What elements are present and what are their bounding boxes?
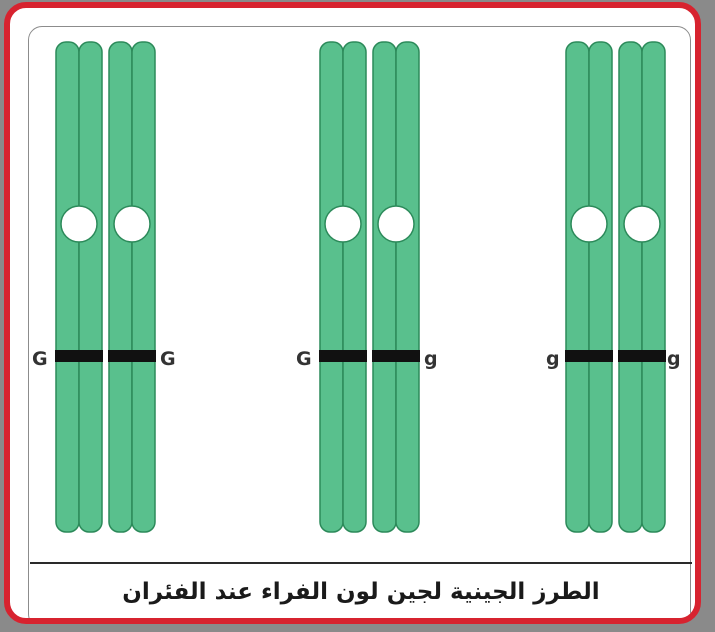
chromatid	[373, 42, 396, 532]
chromosome-GG-left	[55, 42, 103, 532]
chromosome-pair-Gg	[319, 42, 420, 532]
gene-locus-band	[372, 350, 420, 362]
gene-locus-band	[55, 350, 103, 362]
allele-label-pair1-left: G	[32, 348, 48, 370]
chromatid	[396, 42, 419, 532]
allele-label-pair1-right: G	[160, 348, 176, 370]
chromatid	[109, 42, 132, 532]
chromosome-Gg-left	[319, 42, 367, 532]
centromere	[378, 206, 414, 242]
chromatid	[56, 42, 79, 532]
chromatid	[79, 42, 102, 532]
allele-label-pair2-left: G	[296, 348, 312, 370]
chromatid	[589, 42, 612, 532]
allele-label-pair2-right: g	[424, 348, 438, 370]
chromosome-pair-GG	[55, 42, 156, 532]
chromosome-pair-gg	[565, 42, 666, 532]
gene-locus-band	[618, 350, 666, 362]
centromere	[624, 206, 660, 242]
allele-label-pair3-left: g	[546, 348, 560, 370]
gene-locus-band	[319, 350, 367, 362]
allele-label-pair3-right: g	[667, 348, 681, 370]
chromatid	[132, 42, 155, 532]
chromatid	[320, 42, 343, 532]
diagram-caption: الطرز الجينية لجين لون الفراء عند الفئرا…	[30, 572, 692, 612]
gene-locus-band	[108, 350, 156, 362]
chromatid	[566, 42, 589, 532]
gene-locus-band	[565, 350, 613, 362]
chromosome-GG-right	[108, 42, 156, 532]
centromere	[325, 206, 361, 242]
chromatid	[343, 42, 366, 532]
chromosome-Gg-right	[372, 42, 420, 532]
centromere	[571, 206, 607, 242]
chromosome-gg-right	[618, 42, 666, 532]
chromatid	[642, 42, 665, 532]
chromosome-gg-left	[565, 42, 613, 532]
caption-divider	[30, 562, 692, 564]
centromere	[61, 206, 97, 242]
chromatid	[619, 42, 642, 532]
centromere	[114, 206, 150, 242]
